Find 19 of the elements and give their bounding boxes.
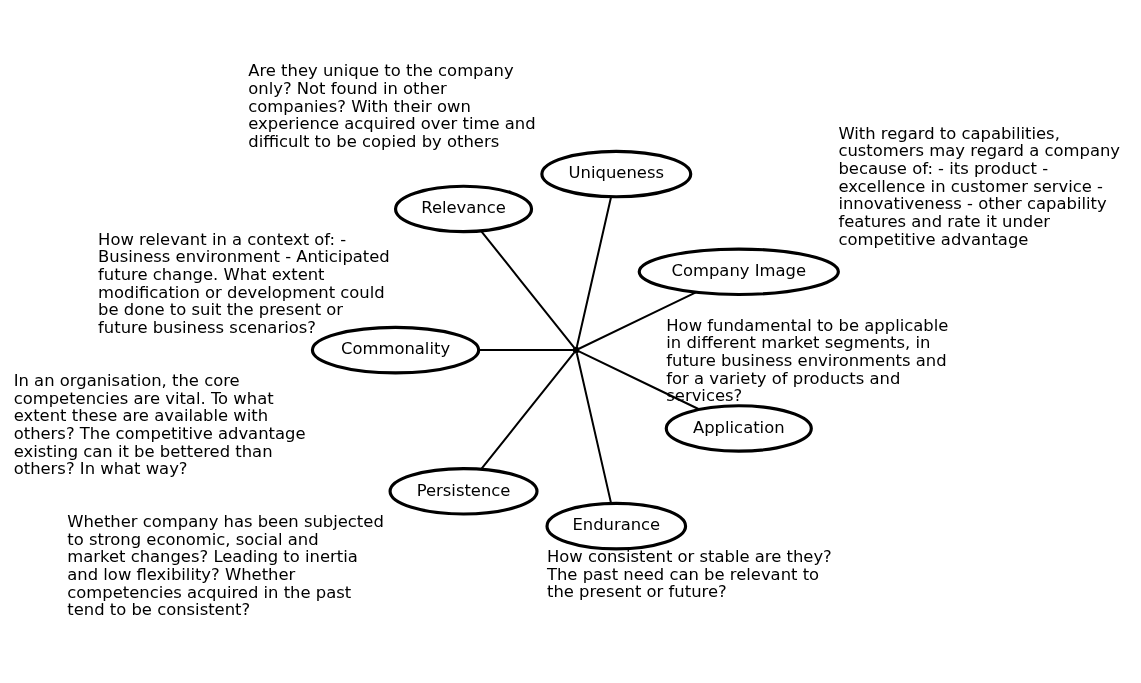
node-ellipse: Endurance bbox=[545, 501, 688, 551]
node-point bbox=[572, 346, 580, 354]
node-ellipse: Relevance bbox=[393, 184, 534, 234]
node-label: Are they unique to the company only? Not found in other companies? With their own experience acquired over time and difficult to be copied by others bbox=[248, 61, 536, 151]
connector bbox=[578, 350, 700, 411]
connector bbox=[575, 196, 613, 348]
node-ellipse: Company Image bbox=[637, 247, 840, 297]
connector bbox=[575, 352, 613, 504]
node-ellipse: Persistence bbox=[388, 467, 539, 516]
node-label: In an organisation, the core competencies are vital. To what extent these are available with others? The competitive advantage existing can it be bettered than others? In what way? bbox=[13, 370, 306, 479]
connector bbox=[478, 349, 573, 352]
connector bbox=[480, 351, 575, 470]
node-ellipse: Uniqueness bbox=[540, 149, 693, 199]
node-label: How fundamental to be applicable in different market segments, in future business environments and for a variety of products and services? bbox=[666, 315, 949, 406]
node-label: With regard to capabilities, customers may regard a company because of: - its product - excellence in customer service - innovativeness - other capability features and rate it under competitive advantage bbox=[838, 123, 1121, 249]
connector bbox=[480, 230, 575, 349]
node-ellipse: Application bbox=[664, 404, 813, 453]
connector bbox=[578, 291, 697, 350]
node-label: Whether company has been subjected to strong economic, social and market changes? Leading to inertia and low flexibility? Whether competencies acquired in the past tend to be consistent? bbox=[67, 512, 384, 620]
